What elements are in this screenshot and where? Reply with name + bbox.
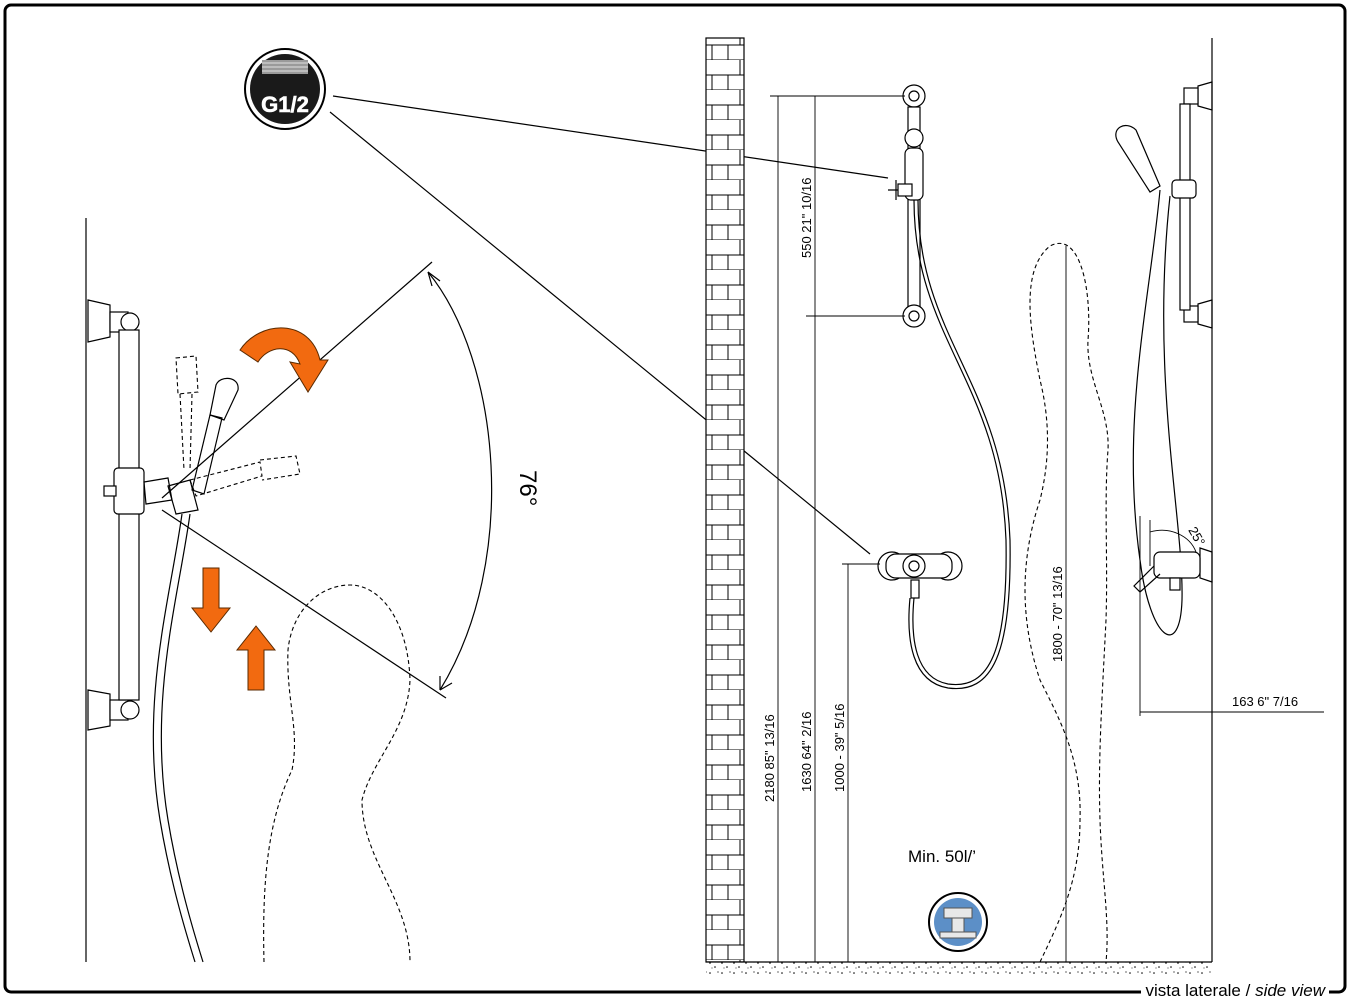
angle-tilt-label: 25° bbox=[1185, 524, 1208, 549]
dim-projection: 163 6" 7/16 bbox=[1232, 694, 1298, 709]
thread-g12-icon bbox=[262, 60, 308, 74]
dim-mixer: 1000 - 39" 5/16 bbox=[832, 704, 847, 792]
arrow-down-icon bbox=[190, 567, 232, 633]
hand-shower-main bbox=[191, 377, 239, 495]
angle-arc bbox=[427, 271, 493, 691]
slider-holder bbox=[103, 467, 199, 515]
person-outline-right bbox=[1024, 243, 1109, 963]
leader-to-mixer bbox=[329, 111, 871, 555]
dim-bar-top: 1630 64" 2/16 bbox=[799, 711, 814, 792]
slide-bar bbox=[118, 329, 140, 701]
drawing-frame bbox=[3, 3, 1347, 994]
flow-label: Min. 50l/’ bbox=[908, 847, 976, 866]
dim-bar: 550 21" 10/16 bbox=[799, 177, 814, 258]
angle-rotation-label: 76° bbox=[514, 470, 541, 506]
floor bbox=[706, 962, 1212, 976]
arrow-up-icon bbox=[235, 625, 277, 691]
dimension-lines bbox=[770, 95, 1324, 962]
hand-shower-ghost-up bbox=[175, 355, 199, 471]
angle-line-upper bbox=[161, 261, 433, 499]
flow-rate-icon bbox=[928, 892, 988, 952]
rotate-arrow-icon bbox=[239, 327, 329, 393]
caption-italic: side view bbox=[1255, 981, 1325, 1000]
bracket-top bbox=[87, 299, 140, 343]
mixer-front bbox=[877, 551, 963, 599]
thread-badge-label: G1/2 bbox=[261, 92, 309, 117]
thread-badge: G1/2 bbox=[244, 48, 326, 130]
caption-main: vista laterale / bbox=[1145, 981, 1251, 1000]
left-detail: 76° bbox=[85, 218, 541, 963]
hand-shower-ghost-side bbox=[189, 455, 301, 497]
view-caption: vista laterale / side view bbox=[1141, 982, 1329, 1000]
angle-line-lower bbox=[161, 509, 447, 699]
dim-total: 2180 85" 13/16 bbox=[762, 714, 777, 802]
person-outline bbox=[263, 584, 411, 963]
brick-wall bbox=[705, 37, 745, 963]
side-view-fixture bbox=[1115, 81, 1213, 636]
bracket-bottom bbox=[87, 689, 140, 731]
front-slide-bar bbox=[888, 84, 926, 328]
hose-left bbox=[152, 513, 196, 963]
hose-front bbox=[912, 199, 1007, 686]
leader-to-top-fitting bbox=[332, 95, 889, 179]
dim-user: 1800 - 70" 13/16 bbox=[1050, 566, 1065, 662]
